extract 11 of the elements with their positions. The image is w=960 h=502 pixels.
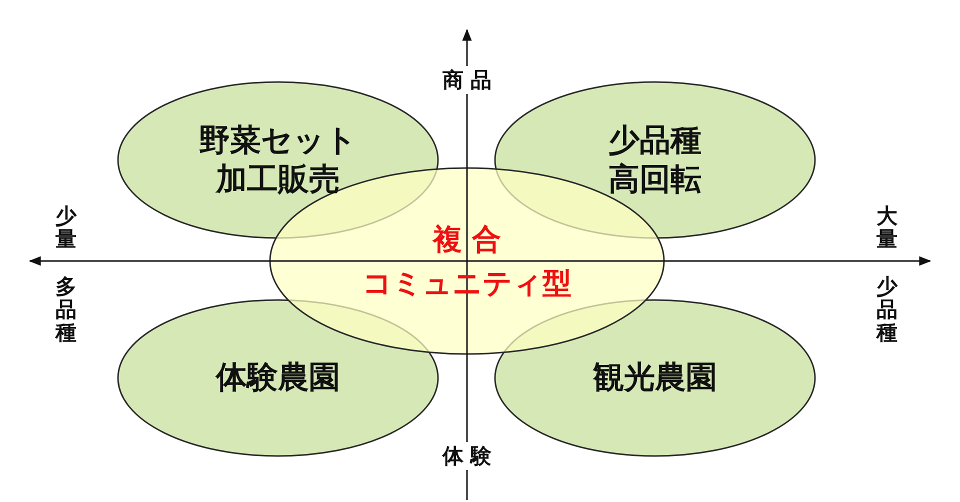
axis-label: 少量 xyxy=(56,204,76,252)
axis-label: 大量 xyxy=(876,204,898,252)
axis-label: 多品種 xyxy=(56,275,76,345)
quadrant-label: 体験農園 xyxy=(214,358,341,398)
quadrant-label: 観光農園 xyxy=(592,358,718,398)
quadrant-label: 野菜セット加工販売 xyxy=(198,121,358,199)
axis-label: 少品種 xyxy=(876,275,898,345)
axis-label: 体 験 xyxy=(442,442,492,470)
category-label: 複 合 xyxy=(432,220,502,257)
quadrant-label: 少品種高回転 xyxy=(608,121,702,199)
axis-label: 商 品 xyxy=(442,66,492,94)
